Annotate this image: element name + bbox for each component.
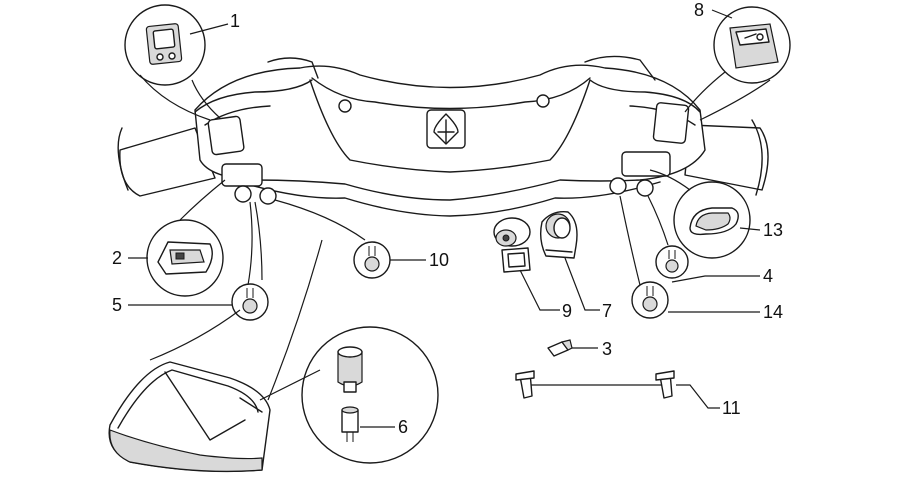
part-4-bulb xyxy=(647,195,689,279)
right-grip xyxy=(684,124,769,191)
callout-1: 1 xyxy=(230,11,240,31)
callout-6: 6 xyxy=(398,417,408,437)
instrument-cluster xyxy=(108,239,323,473)
callout-13: 13 xyxy=(763,220,783,240)
part-5-bulb xyxy=(231,201,269,321)
callout-2: 2 xyxy=(112,248,122,268)
callout-leaders xyxy=(128,9,761,428)
callout-4: 4 xyxy=(763,266,773,286)
callout-14: 14 xyxy=(763,302,783,322)
left-grip xyxy=(119,127,216,197)
callout-7: 7 xyxy=(602,301,612,321)
callout-11: 11 xyxy=(722,398,741,418)
part-11-pins xyxy=(515,370,675,399)
part-9-socket xyxy=(493,217,531,273)
part-3-bulb xyxy=(547,339,573,357)
callout-3: 3 xyxy=(602,339,612,359)
callout-labels: 1 2 3 4 5 6 7 8 9 10 11 13 14 xyxy=(112,0,783,437)
callout-9: 9 xyxy=(562,301,572,321)
part-6-detail xyxy=(259,326,439,464)
callout-5: 5 xyxy=(112,295,122,315)
handlebar-cover xyxy=(117,55,769,217)
part-8-detail xyxy=(684,6,791,121)
callout-10: 10 xyxy=(429,250,449,270)
part-7-cup xyxy=(539,211,578,259)
part-14-bulb xyxy=(619,195,669,319)
part-13-detail xyxy=(649,169,751,259)
callout-8: 8 xyxy=(694,0,704,20)
part-10-bulb xyxy=(274,199,391,279)
logo-mark xyxy=(433,113,459,145)
part-2-detail xyxy=(146,179,226,297)
part-1-detail xyxy=(124,4,221,121)
